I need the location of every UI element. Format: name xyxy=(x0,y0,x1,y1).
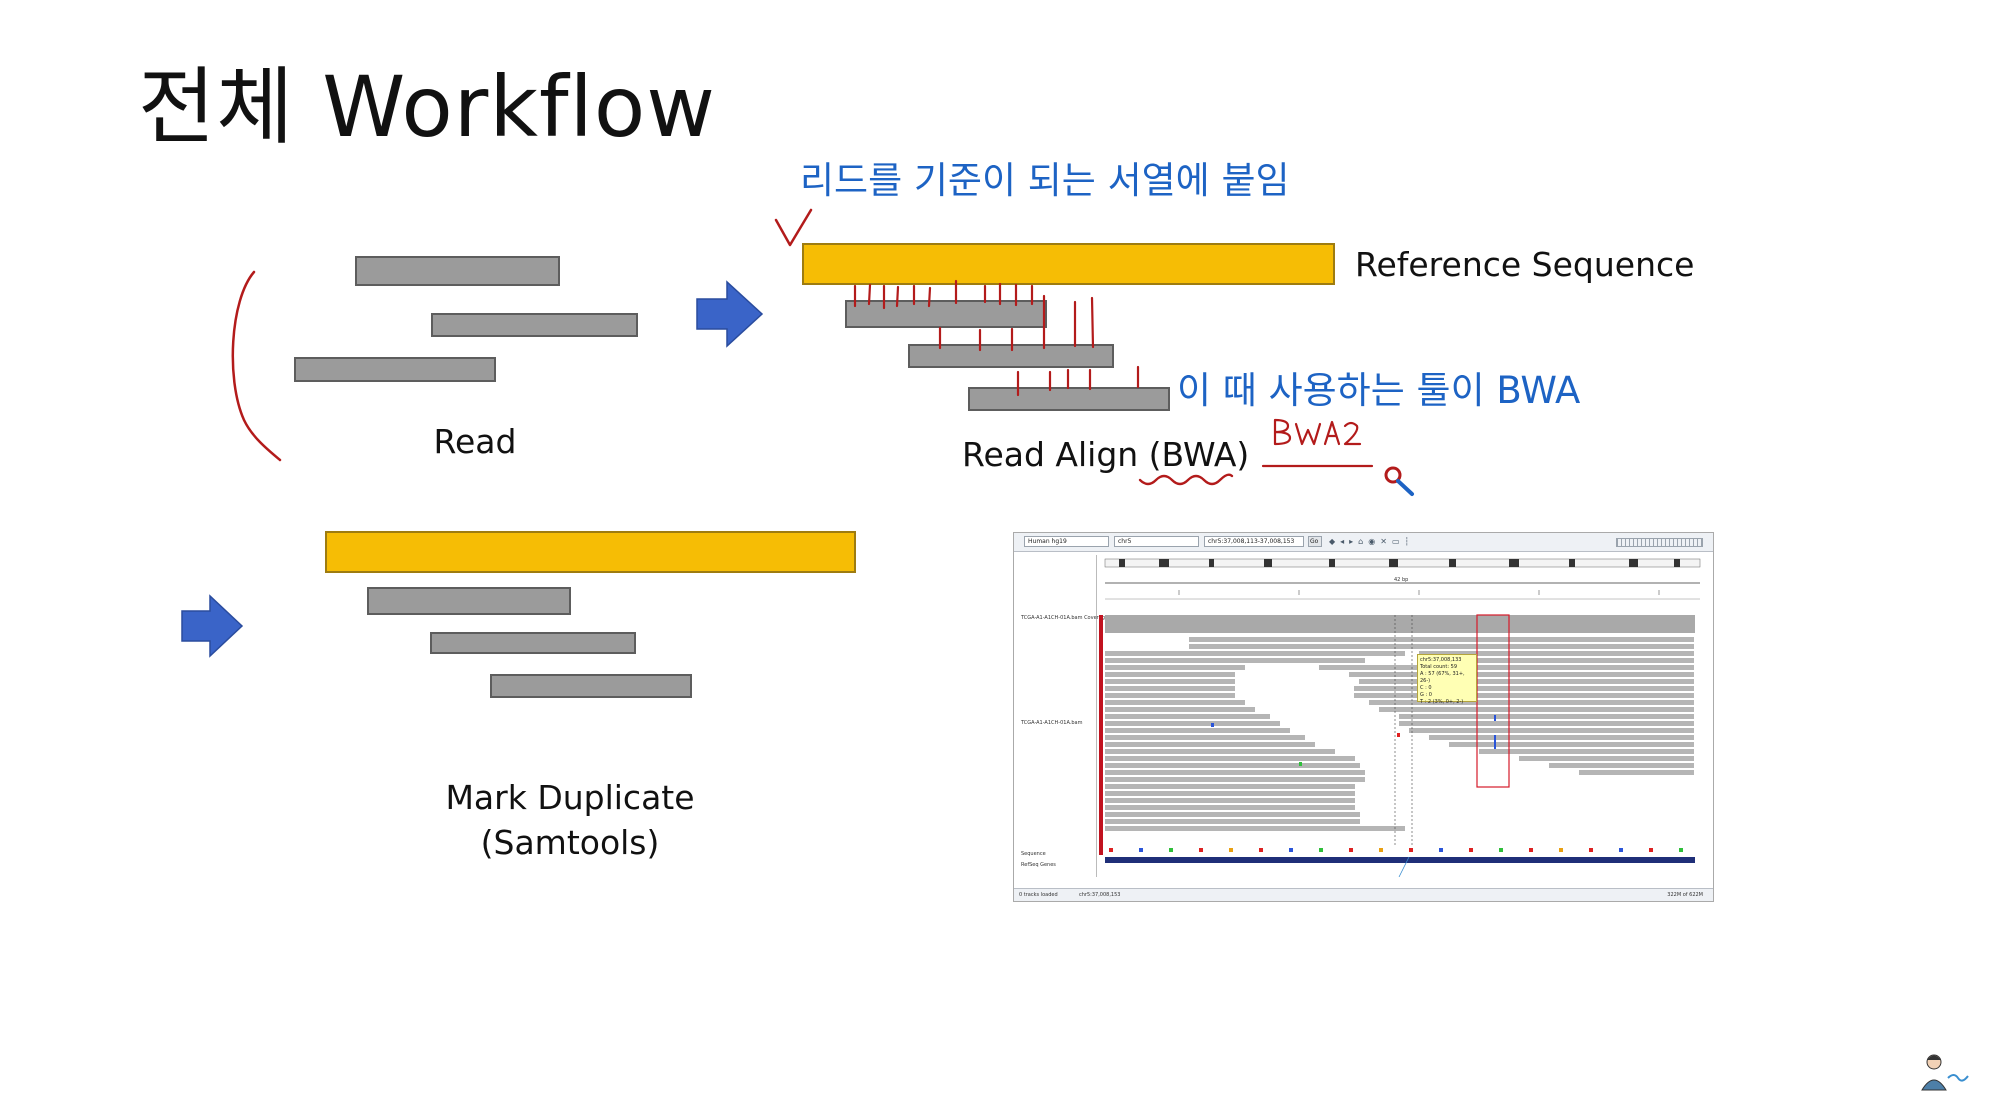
alignment-track-label: TCGA-A1-A1CH-01A.bam xyxy=(1021,720,1083,726)
go-button[interactable]: Go xyxy=(1308,536,1322,547)
reference-sequence-label: Reference Sequence xyxy=(1355,245,1695,284)
tool-annotation-note: 이 때 사용하는 툴이 BWA xyxy=(1177,369,1581,412)
slide-title: 전체 Workflow xyxy=(138,58,716,156)
refseq-track-label: RefSeq Genes xyxy=(1021,862,1056,868)
tooltip-line: T : 2 (3%, 0+, 2-) xyxy=(1420,699,1464,705)
igv-toolbar: Human hg19 chr5 chr5:37,008,113-37,008,1… xyxy=(1014,533,1713,552)
handwritten-tick-marks xyxy=(853,279,1140,397)
tooltip-line: Total count: 59 xyxy=(1420,664,1458,670)
aligned-read-bar-1 xyxy=(845,300,1047,328)
handwritten-bracket xyxy=(231,270,282,462)
locus-input[interactable]: chr5:37,008,113-37,008,153 xyxy=(1204,536,1304,547)
tooltip-line: A : 57 (67%, 31+, 26-) xyxy=(1420,671,1465,684)
markdup-reference-bar xyxy=(325,531,856,573)
span-label: 42 bp xyxy=(1394,577,1408,583)
handwritten-checkmark xyxy=(774,208,813,247)
base-count-tooltip: chr5:37,008,133 Total count: 59 A : 57 (… xyxy=(1417,654,1477,705)
markdup-label-line2: (Samtools) xyxy=(480,823,660,862)
presenter-avatar-icon xyxy=(1921,1054,1969,1091)
markdup-read-bar-1 xyxy=(367,587,571,615)
right-arrow-icon-2 xyxy=(181,594,244,658)
read-bar-2 xyxy=(431,313,638,337)
tooltip-line: C : 0 xyxy=(1420,685,1432,691)
right-arrow-icon xyxy=(696,280,764,348)
markdup-read-bar-2 xyxy=(430,632,636,654)
read-label: Read xyxy=(433,422,517,461)
reference-sequence-bar xyxy=(802,243,1335,285)
read-bar-1 xyxy=(355,256,560,286)
top-annotation-note: 리드를 기준이 되는 서열에 붙임 xyxy=(800,159,1290,202)
markdup-label-line1: Mark Duplicate xyxy=(445,778,695,817)
tooltip-line: chr5:37,008,133 xyxy=(1420,657,1462,663)
igv-tracks-canvas: 42 bp xyxy=(1099,558,1701,878)
handwritten-bwa2 xyxy=(1273,418,1362,446)
status-locus: chr5:37,008,153 xyxy=(1079,892,1121,898)
genome-dropdown[interactable]: Human hg19 xyxy=(1024,536,1109,547)
igv-nav-icons[interactable]: ◆◂▸⌂◉✕▭┆ xyxy=(1329,537,1415,546)
aligned-read-bar-3 xyxy=(968,387,1170,411)
magnifier-cursor-icon xyxy=(1384,466,1414,496)
read-align-label: Read Align (BWA) xyxy=(962,435,1250,474)
zoom-slider[interactable] xyxy=(1616,538,1703,547)
read-bar-3 xyxy=(294,357,496,382)
aligned-read-bar-2 xyxy=(908,344,1114,368)
handwritten-underline xyxy=(1138,473,1234,486)
status-memory: 322M of 622M xyxy=(1667,892,1703,898)
igv-data-panel: 42 bp xyxy=(1099,555,1709,878)
status-tracks-loaded: 0 tracks loaded xyxy=(1019,892,1058,898)
igv-screenshot: Human hg19 chr5 chr5:37,008,113-37,008,1… xyxy=(1013,532,1714,902)
coverage-track-label: TCGA-A1-A1CH-01A.bam Coverage xyxy=(1021,615,1109,621)
chromosome-dropdown[interactable]: chr5 xyxy=(1114,536,1199,547)
markdup-read-bar-3 xyxy=(490,674,692,698)
tooltip-line: G : 0 xyxy=(1420,692,1432,698)
sequence-track-label: Sequence xyxy=(1021,851,1046,857)
igv-track-names: TCGA-A1-A1CH-01A.bam Coverage TCGA-A1-A1… xyxy=(1018,555,1108,877)
igv-status-bar: 0 tracks loaded chr5:37,008,153 322M of … xyxy=(1014,888,1713,901)
